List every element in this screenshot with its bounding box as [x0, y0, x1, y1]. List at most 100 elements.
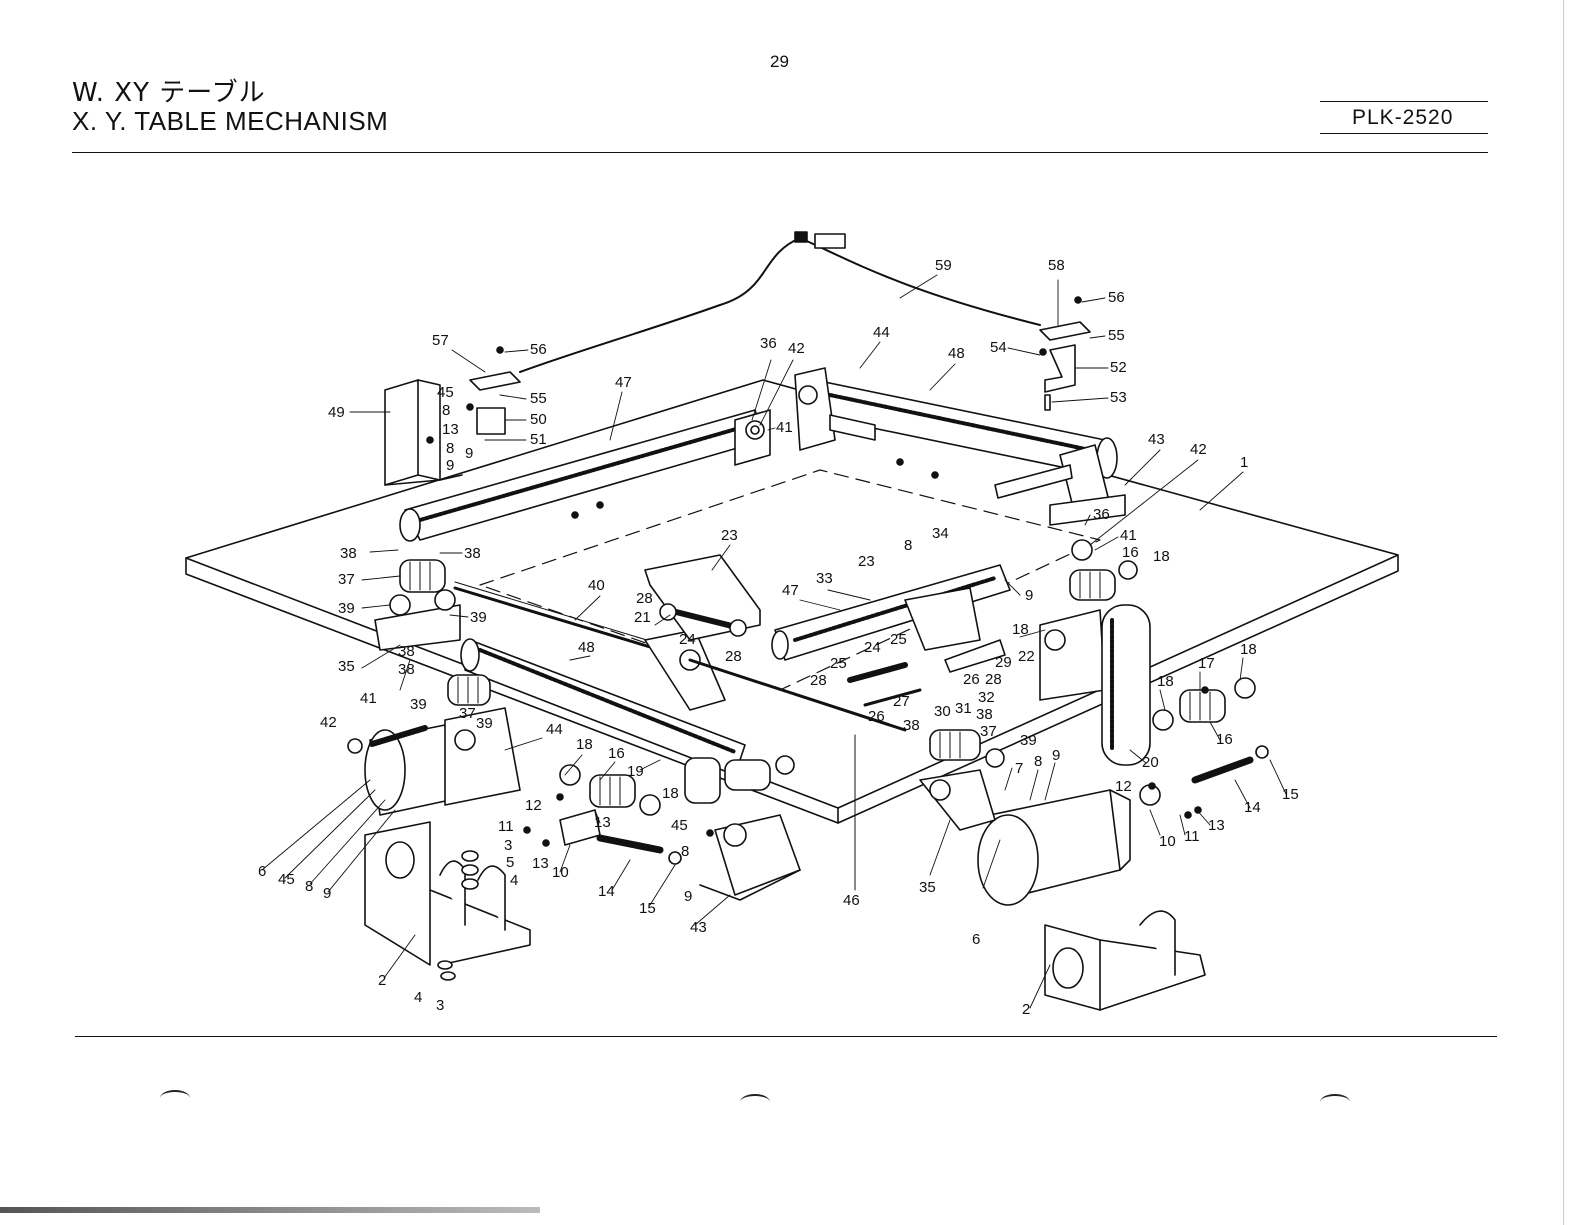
sensor-block-50: [476, 407, 506, 435]
part-label: 1: [1240, 454, 1248, 471]
part-label: 18: [1157, 673, 1174, 690]
part-label: 10: [1159, 833, 1176, 850]
part-label: 55: [530, 390, 547, 407]
part-label: 59: [935, 257, 952, 274]
shaft-assembly-24: [847, 662, 908, 683]
rod-26: [863, 688, 922, 707]
part-label: 45: [278, 871, 295, 888]
part-label: 55: [1108, 327, 1125, 344]
rod-40: [453, 586, 662, 652]
roller-shaft-28: [659, 603, 747, 637]
part-label: 37: [459, 705, 476, 722]
part-label: 52: [1110, 359, 1127, 376]
bracket-35-right: [919, 769, 996, 831]
belt-47-middle: [771, 564, 1011, 661]
bracket-52: [1044, 344, 1076, 393]
bracket-22: [1039, 609, 1106, 701]
model-number: PLK-2520: [1352, 106, 1454, 129]
part-label: 53: [1110, 389, 1127, 406]
part-label: 11: [1184, 828, 1200, 845]
part-label: 18: [1012, 621, 1029, 638]
part-label: 35: [919, 879, 936, 896]
part-label: 8: [446, 440, 454, 457]
page-number: 29: [770, 52, 789, 71]
link-29: [944, 639, 1006, 673]
motor-6-left: [364, 724, 451, 816]
binder-hole-left: [160, 1090, 190, 1106]
part-label: 18: [1240, 641, 1257, 658]
part-label: 4: [414, 989, 422, 1006]
part-label: 40: [588, 577, 605, 594]
scan-edge-right: [1563, 0, 1564, 1225]
part-label: 45: [437, 384, 454, 401]
part-label: 26: [963, 671, 980, 688]
idler-pulley-37-left: [374, 559, 461, 651]
part-label: 5: [506, 854, 514, 871]
part-label: 39: [470, 609, 487, 626]
part-label: 44: [873, 324, 890, 341]
part-label: 9: [446, 457, 454, 474]
part-label: 43: [1148, 431, 1165, 448]
part-label: 21: [634, 609, 651, 626]
shaft-43: [994, 464, 1073, 499]
part-label: 16: [1122, 544, 1139, 561]
sensor-plate-57: [469, 371, 521, 391]
part-label: 41: [776, 419, 793, 436]
part-label: 17: [1198, 655, 1215, 672]
idler-pulley-37-lower-left: [447, 674, 491, 706]
belt-20: [1101, 604, 1151, 766]
part-label: 56: [530, 341, 547, 358]
model-bottom-rule: [1320, 133, 1488, 134]
part-label: 13: [442, 421, 459, 438]
part-label: 24: [679, 631, 696, 648]
part-label: 36: [760, 335, 777, 352]
part-label: 10: [552, 864, 569, 881]
footer-rule: [75, 1036, 1497, 1037]
part-label: 42: [788, 340, 805, 357]
part-label: 8: [1034, 753, 1042, 770]
part-label: 34: [932, 525, 949, 542]
part-label: 47: [615, 374, 632, 391]
part-label: 41: [1120, 527, 1137, 544]
model-top-rule: [1320, 101, 1488, 102]
motor-6-right: [977, 789, 1131, 906]
part-label: 29: [995, 654, 1012, 671]
part-label: 48: [578, 639, 595, 656]
part-label: 3: [436, 997, 444, 1014]
part-label: 28: [636, 590, 653, 607]
part-label: 7: [1015, 760, 1023, 777]
part-label: 35: [338, 658, 355, 675]
part-label: 31: [955, 700, 972, 717]
part-label: 23: [721, 527, 738, 544]
part-label: 11: [498, 818, 514, 835]
part-label: 15: [1282, 786, 1299, 803]
part-label: 51: [530, 431, 547, 448]
part-label: 24: [864, 639, 881, 656]
part-label: 13: [532, 855, 549, 872]
sensor-plate-58: [1039, 321, 1091, 341]
part-label: 2: [1022, 1001, 1030, 1018]
part-label: 38: [976, 706, 993, 723]
part-label: 47: [782, 582, 799, 599]
shaft-14-left: [596, 834, 664, 854]
part-label: 3: [504, 837, 512, 854]
page-title-japanese: W. XY テーブル: [72, 78, 266, 108]
part-label: 57: [432, 332, 449, 349]
part-label: 37: [980, 723, 997, 740]
carriage-23-lower: [904, 587, 981, 651]
header-rule: [72, 152, 1488, 153]
part-label: 18: [662, 785, 679, 802]
part-label: 46: [843, 892, 860, 909]
part-label: 25: [830, 655, 847, 672]
part-label: 22: [1018, 648, 1035, 665]
part-label: 25: [890, 631, 907, 648]
part-label: 45: [671, 817, 688, 834]
part-label: 32: [978, 689, 995, 706]
part-label: 8: [681, 843, 689, 860]
pulley-16-upper: [1069, 539, 1138, 601]
leader-lines: [261, 274, 1287, 1009]
part-label: 16: [608, 745, 625, 762]
part-label: 20: [1142, 754, 1159, 771]
